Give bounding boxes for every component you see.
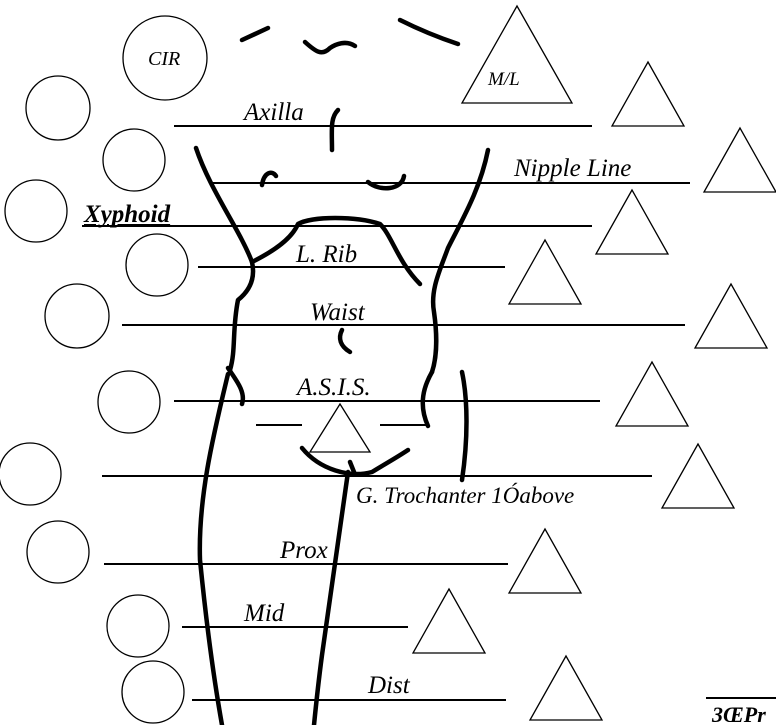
right-hip-curve bbox=[423, 372, 432, 426]
asis-circ-circle[interactable] bbox=[98, 371, 160, 433]
asis-label: A.S.I.S. bbox=[295, 374, 371, 401]
trochanter-ml-triangle[interactable] bbox=[662, 444, 734, 508]
proximal-label: Prox bbox=[279, 537, 328, 564]
lower-rib-circ-circle[interactable] bbox=[126, 234, 188, 296]
right-outer-hip bbox=[462, 372, 467, 480]
legend: CIR M/L bbox=[123, 6, 572, 103]
medial-lateral-legend-label: M/L bbox=[487, 69, 520, 90]
nipple-circ-circle[interactable] bbox=[103, 129, 165, 191]
inner-leg bbox=[314, 472, 348, 725]
axilla-circ-circle[interactable] bbox=[26, 76, 90, 140]
left-shoulder-stroke bbox=[242, 28, 268, 40]
waist-circ-circle[interactable] bbox=[45, 284, 109, 348]
mid-ml-triangle[interactable] bbox=[413, 589, 485, 653]
axilla-label: Axilla bbox=[242, 99, 304, 126]
xyphoid-circ-circle[interactable] bbox=[5, 180, 67, 242]
waist-label: Waist bbox=[310, 299, 366, 326]
lower-rib-label: L. Rib bbox=[295, 241, 357, 268]
circumference-legend-label: CIR bbox=[148, 48, 180, 70]
waist-ml-triangle[interactable] bbox=[695, 284, 767, 348]
left-outer-leg bbox=[200, 374, 228, 725]
xyphoid-ml-triangle[interactable] bbox=[596, 190, 668, 254]
proximal-circ-circle[interactable] bbox=[27, 521, 89, 583]
greater-trochanter-label: G. Trochanter 1Óabove bbox=[356, 482, 574, 508]
distal-ml-triangle[interactable] bbox=[530, 656, 602, 720]
trochanter-circ-circle[interactable] bbox=[0, 443, 61, 505]
nipple-ml-triangle[interactable] bbox=[704, 128, 776, 192]
center-ml-triangle[interactable] bbox=[310, 404, 370, 452]
right-shoulder-stroke bbox=[400, 20, 458, 44]
sternum-mark bbox=[332, 110, 338, 150]
xyphoid-label: Xyphoid bbox=[83, 201, 171, 228]
mid-label: Mid bbox=[243, 600, 285, 627]
left-hip-curve bbox=[228, 368, 243, 404]
distal-circ-circle[interactable] bbox=[122, 661, 184, 723]
axilla-ml-triangle[interactable] bbox=[612, 62, 684, 126]
footer-corner-text: 3ŒPr bbox=[711, 702, 766, 725]
left-torso-side bbox=[196, 148, 253, 370]
mid-circ-circle[interactable] bbox=[107, 595, 169, 657]
distal-label: Dist bbox=[367, 672, 411, 699]
navel-mark bbox=[340, 330, 350, 352]
nipple-line-label: Nipple Line bbox=[513, 155, 631, 182]
circumference-circles bbox=[0, 76, 188, 723]
lower-rib-ml-triangle[interactable] bbox=[509, 240, 581, 304]
level-labels: Axilla Nipple Line Xyphoid L. Rib Waist … bbox=[83, 99, 631, 699]
neck-stroke bbox=[305, 42, 355, 52]
level-lines bbox=[82, 126, 690, 700]
groin-center bbox=[350, 462, 354, 472]
proximal-ml-triangle[interactable] bbox=[509, 529, 581, 593]
asis-ml-triangle[interactable] bbox=[616, 362, 688, 426]
